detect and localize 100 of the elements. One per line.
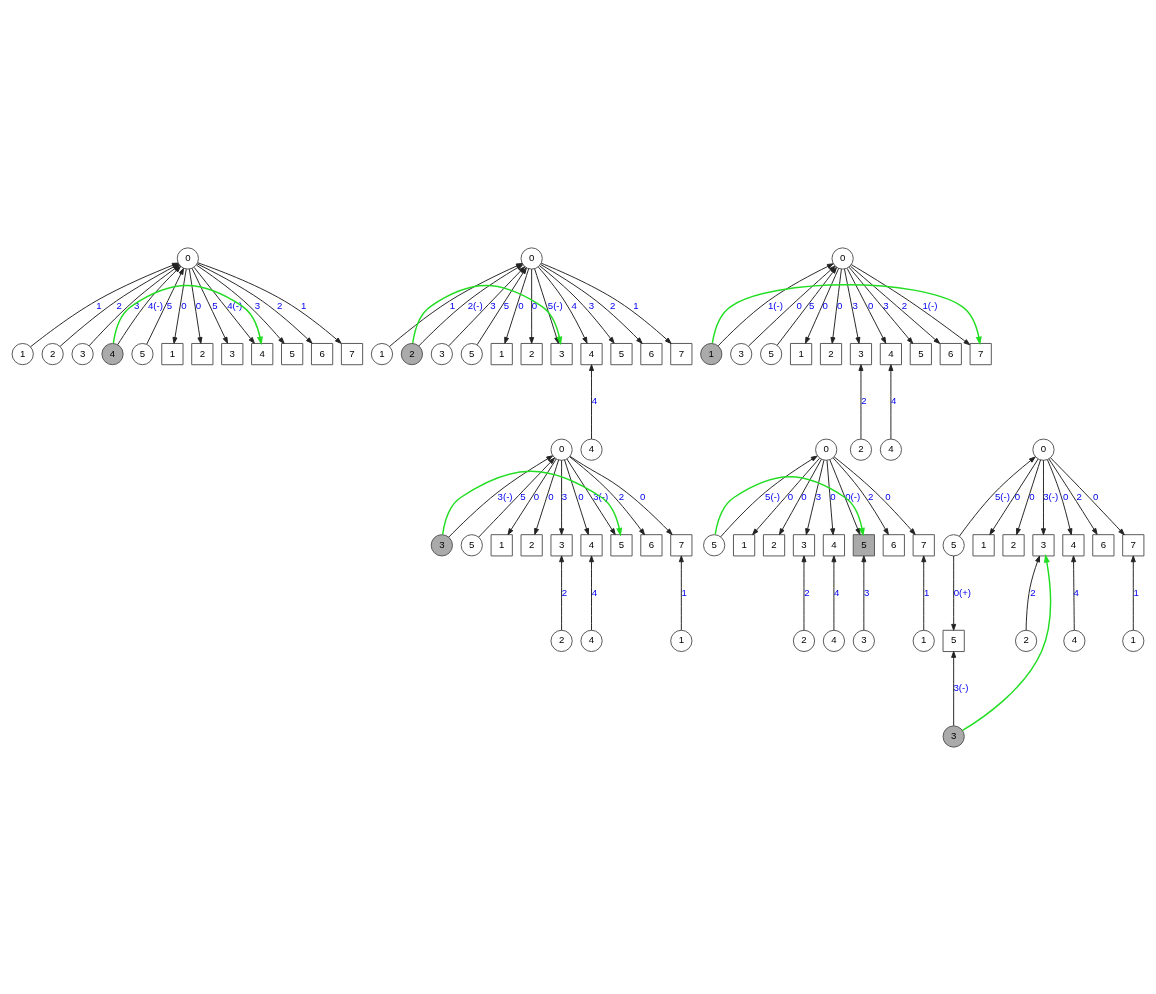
node-circle: 1 — [11, 342, 34, 365]
arrow — [569, 455, 673, 535]
arrow — [191, 267, 229, 344]
node-box: 1 — [490, 533, 513, 556]
node-circle: 4 — [879, 438, 902, 461]
edge-label: 5(-) — [765, 490, 781, 502]
arrow — [559, 554, 565, 631]
edge-label: 0 — [578, 490, 584, 502]
arrow — [569, 456, 646, 535]
node-circle: 2 — [550, 629, 573, 652]
arrow — [833, 455, 916, 535]
edge-label: 0 — [801, 490, 807, 502]
node-box: 2 — [191, 342, 214, 365]
arrow — [832, 457, 889, 535]
arrow — [112, 284, 263, 345]
node-box: 7 — [670, 342, 693, 365]
node-box: 6 — [310, 342, 334, 365]
node-box: 5 — [610, 533, 633, 556]
edge-label: 1 — [633, 299, 639, 311]
edge-label: 5 — [809, 299, 815, 311]
arrow — [717, 262, 834, 346]
arrow — [989, 458, 1039, 535]
arrow — [1130, 554, 1136, 631]
arrow — [172, 268, 187, 344]
arrow — [1046, 458, 1073, 535]
arrow — [958, 456, 1036, 537]
arrow — [478, 457, 555, 537]
node-box: 7 — [969, 342, 992, 365]
arrow — [566, 458, 616, 535]
arrow — [748, 265, 836, 346]
arrow — [197, 261, 342, 344]
edge-label: 5(-) — [994, 490, 1010, 502]
node-circle: 4 — [1063, 629, 1086, 652]
node-box: 3 — [792, 533, 816, 556]
edge-label: 5 — [503, 299, 510, 311]
node-circle: 3 — [430, 533, 453, 556]
arrow — [829, 459, 861, 535]
node-box: 4 — [879, 342, 902, 365]
edge-label: 3 — [815, 490, 822, 502]
edge-label: 2 — [610, 299, 616, 311]
node-box: 4 — [822, 533, 846, 556]
edge-label: 0 — [837, 299, 843, 311]
edge-label: 4(-) — [227, 299, 243, 311]
edge-label: 0 — [796, 299, 802, 311]
node-circle: 5 — [460, 533, 483, 556]
node-circle: 1 — [912, 629, 935, 652]
node-circle: 5 — [460, 342, 483, 365]
node-box: 2 — [520, 533, 543, 556]
edge-label: 2 — [561, 586, 568, 598]
arrow — [752, 457, 820, 535]
edge-label: 2 — [861, 394, 867, 406]
node-box: 1 — [733, 533, 756, 556]
edge-label: 3 — [561, 490, 568, 502]
node-box: 2 — [762, 533, 786, 556]
edge-label: 2 — [804, 586, 810, 598]
arrow — [193, 266, 255, 344]
edge-label: 0 — [195, 299, 202, 311]
node-box: 1 — [490, 342, 513, 365]
edge-label: 0 — [1014, 490, 1021, 502]
node-circle: 3 — [430, 342, 453, 365]
edge-label: 2(-) — [467, 299, 483, 311]
edge-label: 0 — [533, 490, 540, 502]
edge-label: 4 — [891, 394, 897, 406]
arrow — [529, 268, 535, 344]
node-box: 3 — [550, 342, 573, 365]
edge-label: 3 — [883, 299, 889, 311]
node-box: 6 — [1092, 533, 1115, 556]
node-circle: 3 — [942, 724, 965, 748]
node-circle: 1 — [1122, 629, 1145, 652]
edge-label: 1(-) — [922, 299, 938, 311]
node-circle: 5 — [942, 533, 965, 556]
edge-label: 0 — [1029, 490, 1035, 502]
arrow — [441, 470, 623, 537]
edge-label: 0 — [1092, 490, 1099, 502]
arrow — [507, 458, 557, 535]
arrow — [826, 459, 836, 535]
arrow — [778, 458, 822, 535]
arrow — [951, 554, 957, 631]
edge-label: 3 — [852, 299, 858, 311]
node-box: 5 — [942, 629, 965, 652]
arrow — [846, 267, 887, 344]
node-circle: 4 — [580, 629, 603, 652]
edge-label: 0 — [867, 299, 874, 311]
node-box: 3 — [550, 533, 573, 556]
edge-label: 3 — [864, 586, 870, 598]
edge-label: 4 — [591, 394, 598, 406]
edge-label: 0 — [518, 299, 524, 311]
node-box: 7 — [912, 533, 935, 556]
edge-label: 1 — [96, 299, 102, 311]
arrow — [1048, 457, 1098, 535]
edge-label: 0 — [531, 299, 538, 311]
arrow — [1016, 459, 1041, 535]
arrow — [1071, 554, 1077, 631]
edge-label: 0(-) — [845, 490, 861, 502]
node-box: 6 — [640, 533, 663, 556]
arrow — [1050, 457, 1125, 535]
edge-label: 5 — [520, 490, 526, 502]
node-circle: 4 — [580, 438, 603, 461]
node-box: 4 — [251, 342, 274, 365]
node-circle: 1 — [370, 342, 394, 365]
